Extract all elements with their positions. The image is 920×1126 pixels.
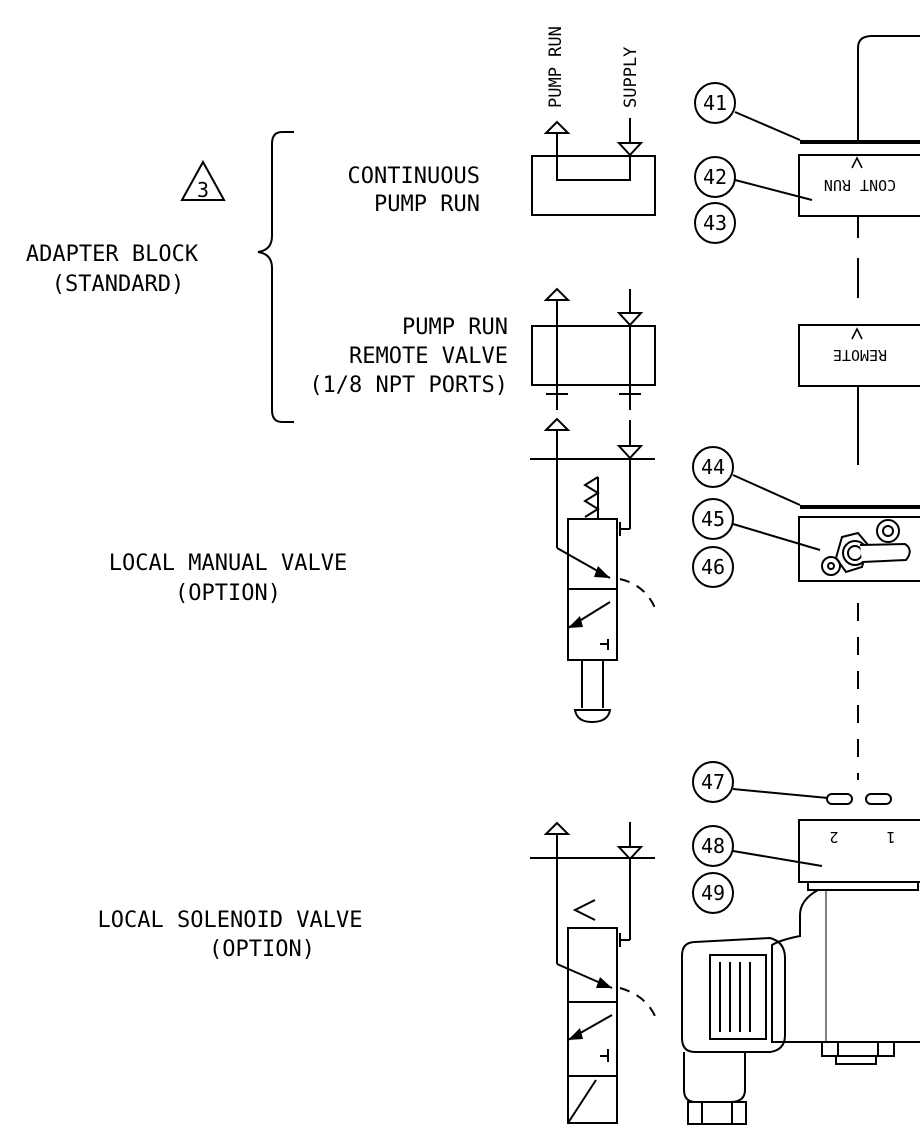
port-1-label: 1 [886, 828, 895, 846]
manual-valve-block [798, 516, 920, 582]
supply-port-label: SUPPLY [621, 47, 641, 108]
remote-block: REMOTE [798, 324, 920, 387]
local-manual-valve-sublabel: (OPTION) [175, 581, 281, 606]
continuous-pump-run-sublabel: PUMP RUN [374, 192, 480, 217]
callout-42: 42 [694, 156, 813, 201]
callout-44: 44 [692, 446, 801, 506]
callout-49: 49 [692, 872, 734, 914]
solenoid-body [771, 889, 920, 1065]
solenoid-connector [681, 936, 786, 1125]
local-solenoid-valve-label: LOCAL SOLENOID VALVE [98, 908, 363, 933]
remote-valve-label-3: (1/8 NPT PORTS) [309, 373, 508, 398]
revision-triangle: 3 [180, 159, 226, 202]
svg-text:45: 45 [701, 507, 725, 531]
manual-valve-symbol [530, 417, 656, 724]
solenoid-valve-block: 2 1 [798, 819, 920, 891]
callout-45: 45 [692, 498, 821, 551]
remote-valve-label-1: PUMP RUN [402, 315, 508, 340]
svg-text:48: 48 [701, 834, 725, 858]
svg-text:41: 41 [703, 91, 727, 115]
svg-text:46: 46 [701, 555, 725, 579]
callout-48: 48 [692, 825, 823, 867]
cont-run-block-label: CONT RUN [824, 176, 896, 194]
svg-text:47: 47 [701, 770, 725, 794]
adapter-block-label: ADAPTER BLOCK [26, 242, 199, 267]
svg-text:49: 49 [701, 881, 725, 905]
valve-body-top [857, 35, 920, 142]
remote-valve-label-2: REMOTE VALVE [349, 344, 508, 369]
port-2-label: 2 [829, 828, 838, 846]
adapter-block-brace [257, 131, 294, 423]
callout-47: 47 [692, 761, 829, 803]
solenoid-valve-symbol [530, 821, 656, 1124]
remote-block-label: REMOTE [833, 346, 887, 364]
o-ring-right [865, 793, 892, 805]
continuous-pump-run-label: CONTINUOUS [348, 164, 480, 189]
cont-run-block: CONT RUN [798, 154, 920, 217]
adapter-block-sublabel: (STANDARD) [52, 272, 184, 297]
callout-41: 41 [694, 82, 801, 141]
local-solenoid-valve-sublabel: (OPTION) [209, 937, 315, 962]
callout-43: 43 [694, 202, 736, 244]
remote-valve-symbol [531, 287, 656, 410]
callouts: 41 42 43 44 45 46 47 [692, 82, 829, 914]
svg-text:44: 44 [701, 455, 725, 479]
o-ring-left [826, 793, 853, 805]
local-manual-valve-label: LOCAL MANUAL VALVE [109, 551, 347, 576]
revision-number: 3 [197, 178, 209, 202]
callout-46: 46 [692, 546, 734, 588]
svg-text:42: 42 [703, 165, 727, 189]
continuous-pump-run-symbol [531, 118, 656, 216]
pump-run-port-label: PUMP RUN [546, 26, 566, 108]
svg-text:43: 43 [703, 211, 727, 235]
